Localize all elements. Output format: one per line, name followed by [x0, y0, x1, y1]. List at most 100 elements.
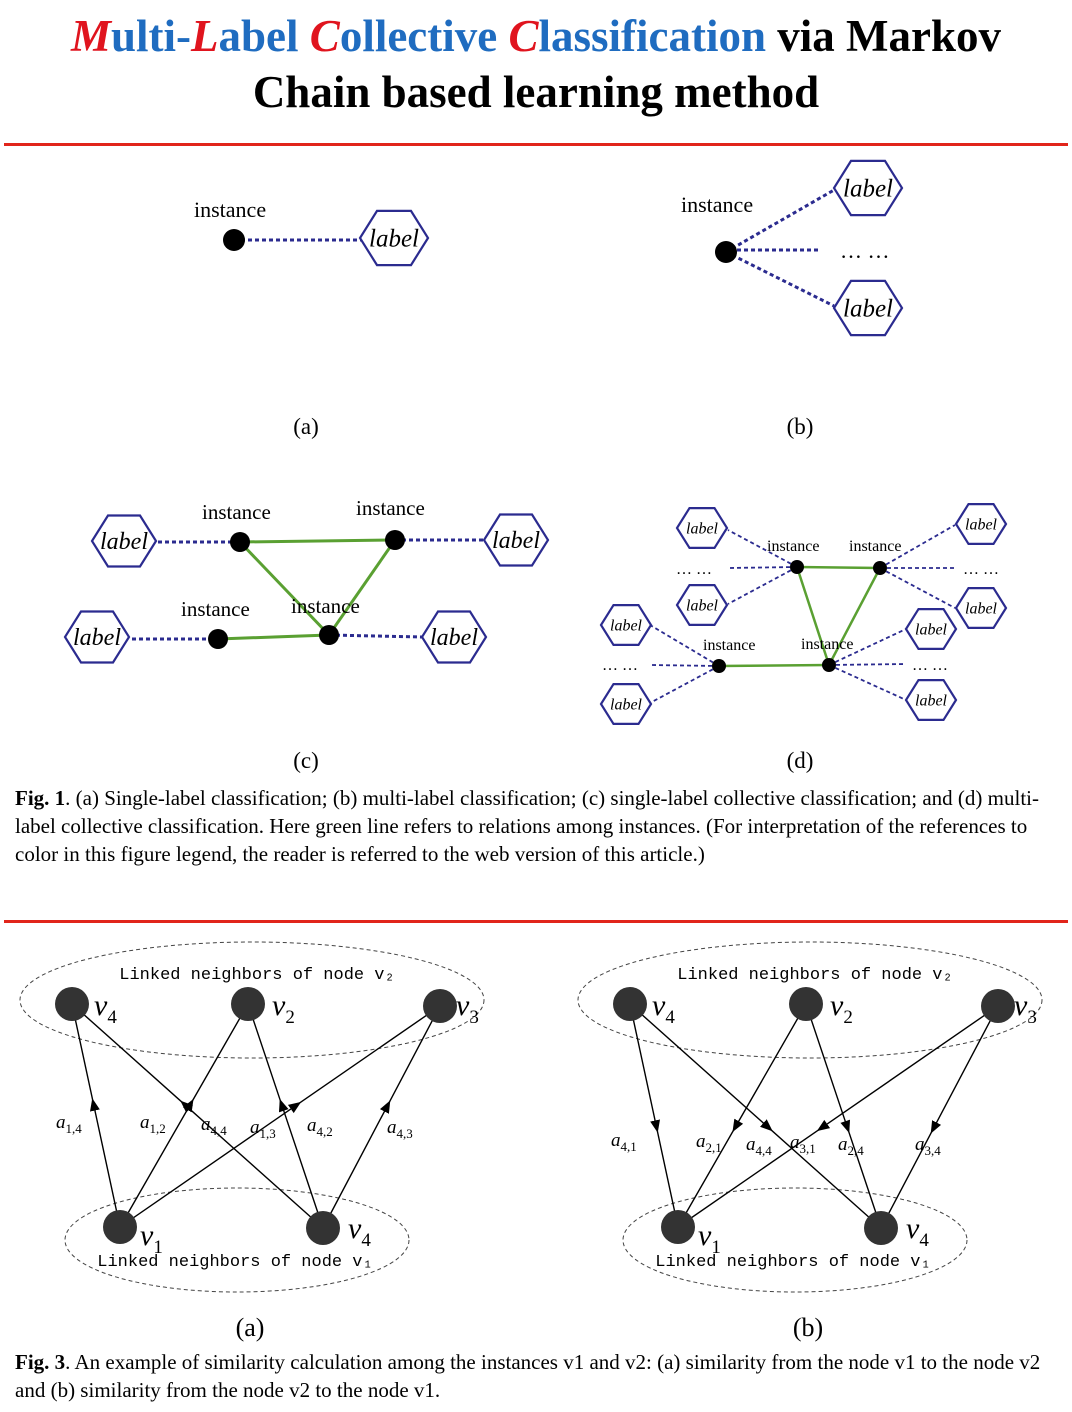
label-text: label [686, 520, 719, 537]
instance-text: instance [202, 500, 271, 524]
hexagon-shape [904, 607, 958, 651]
instance-node [319, 625, 339, 645]
edge-arrow [805, 1003, 851, 1134]
edge-subscript: 3,1 [800, 1141, 816, 1156]
node-subscript: 2 [285, 1007, 295, 1028]
node-subscript: 3 [469, 1007, 479, 1028]
panel-label-b: (b) [787, 414, 814, 439]
edge-arrow [119, 1098, 194, 1228]
edge-subscript: 2,1 [706, 1140, 722, 1155]
graph-node [981, 989, 1015, 1023]
edge-subscript: 1,3 [260, 1126, 276, 1141]
dots-text: … … [602, 657, 638, 674]
edge-arrow [119, 1101, 302, 1228]
label-hexagon: label [599, 682, 653, 726]
title-part: lassification [538, 11, 767, 61]
node-subscript: 3 [1027, 1007, 1037, 1028]
edge-segment [880, 1127, 935, 1229]
panel-b: Linked neighbors of node v₂ Linked neighb… [577, 941, 1043, 1342]
edge-arrow [322, 1100, 391, 1229]
label-text: label [686, 597, 719, 614]
label-hexagon: label [675, 507, 729, 550]
title-part: via Markov [766, 11, 1001, 61]
hexagon-shape [63, 610, 131, 664]
graph-node [661, 1210, 695, 1244]
panel-label: (a) [236, 1313, 265, 1342]
edge-label: a2,1 [696, 1131, 722, 1155]
panel-label: (b) [793, 1313, 823, 1342]
edge-subscript: 2,4 [848, 1143, 865, 1158]
instance-text: instance [801, 636, 853, 653]
ellipse-bottom-text: Linked neighbors of node v₁ [655, 1253, 930, 1272]
edge-label: a1,4 [56, 1112, 82, 1136]
label-text: label [369, 225, 419, 252]
instance-relation [327, 539, 397, 636]
instance-node [715, 241, 737, 263]
hexagon-shape [954, 503, 1008, 546]
instance-relation [238, 540, 331, 637]
edge-segment [295, 1005, 441, 1107]
ellipse-top-text: Linked neighbors of node v₂ [677, 966, 952, 985]
label-link [879, 567, 956, 609]
graph-node [103, 1210, 137, 1244]
label-link [328, 633, 423, 639]
label-text: label [73, 625, 121, 651]
label-link [879, 524, 956, 569]
node-subscript: 4 [361, 1230, 371, 1251]
edge-subscript: 4,3 [397, 1126, 413, 1141]
edge-arrow [816, 1005, 999, 1132]
hexagon-shape [832, 279, 904, 337]
figure-1-caption: Fig. 1. (a) Single-label classification;… [15, 784, 1055, 868]
label-hexagon: label [63, 610, 131, 664]
instance-relation [718, 663, 830, 668]
hexagon-shape [482, 513, 550, 567]
label-link [828, 663, 907, 666]
figure-3: Linked neighbors of node v₂ Linked neighb… [19, 941, 1043, 1342]
label-link [727, 566, 798, 569]
hexagon-shape [675, 583, 729, 627]
edge-subscript: 3,4 [925, 1143, 942, 1158]
title-part: M [71, 11, 112, 61]
edge-subscript: 4,2 [317, 1124, 333, 1139]
edge-arrow [180, 1100, 324, 1229]
title-line-1: Multi-Label Collective Classification vi… [0, 8, 1072, 64]
neighbors-ellipse-bottom [64, 1187, 410, 1293]
hexagon-shape [904, 678, 958, 722]
edge-label: a4,4 [201, 1114, 227, 1138]
instance-relation [239, 538, 396, 544]
label-hexagon: label [358, 209, 430, 267]
node-label: v4 [906, 1212, 929, 1251]
instance-node [712, 659, 726, 673]
caption-label: Fig. 1 [15, 786, 66, 810]
edge-subscript: 1,4 [66, 1121, 83, 1136]
label-text: label [965, 516, 998, 533]
label-text: label [843, 175, 893, 202]
edge-arrow [629, 1003, 661, 1133]
node-label: v2 [272, 989, 295, 1028]
edge-subscript: 4,1 [621, 1139, 637, 1154]
label-link [649, 665, 720, 704]
edge-subscript: 1,2 [150, 1121, 166, 1136]
label-link [649, 624, 720, 667]
node-label: v3 [1014, 989, 1037, 1028]
edge-arrow [629, 1003, 773, 1132]
instance-relation [217, 633, 330, 641]
instance-node [790, 560, 804, 574]
title-line-2: Chain based learning method [252, 67, 820, 117]
label-link [828, 664, 907, 701]
instance-text: instance [703, 637, 755, 654]
title-part: C [508, 11, 539, 61]
label-text: label [915, 621, 948, 638]
label-hexagon: label [675, 583, 729, 627]
panel-label-c: (c) [293, 748, 319, 773]
edge-segment [767, 1126, 882, 1229]
title-part: L [191, 11, 219, 61]
node-label: v4 [94, 989, 117, 1028]
edge-segment [386, 1005, 441, 1107]
node-subscript: 4 [107, 1007, 117, 1028]
hexagon-shape [832, 159, 904, 217]
edge-segment [677, 1126, 737, 1228]
edge-segment [846, 1126, 882, 1229]
